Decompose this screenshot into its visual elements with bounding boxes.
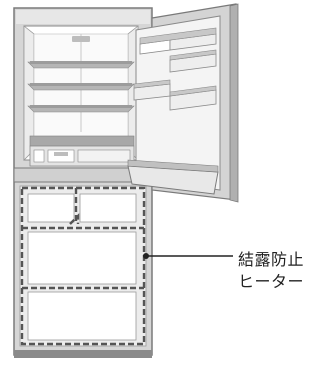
shelf-2 <box>27 83 135 91</box>
door-pockets <box>127 27 219 195</box>
dew-prevention-heater-path <box>20 186 146 346</box>
lower-compartment <box>19 185 147 347</box>
shelf-1 <box>27 61 135 69</box>
heater-callout-pointer <box>143 253 233 259</box>
refrigerator-base <box>14 350 152 358</box>
fridge-shelves <box>27 61 135 113</box>
door-pocket-3 <box>133 79 217 111</box>
door-pocket-1 <box>139 27 217 55</box>
callout-label-line-1: 結露防止 <box>238 250 305 269</box>
door-pocket-bottom <box>127 159 219 195</box>
door-pocket-2 <box>169 49 217 73</box>
shelf-3 <box>27 105 135 113</box>
callout-label-line-2: ヒーター <box>238 272 305 291</box>
chilled-drawer <box>29 135 135 167</box>
